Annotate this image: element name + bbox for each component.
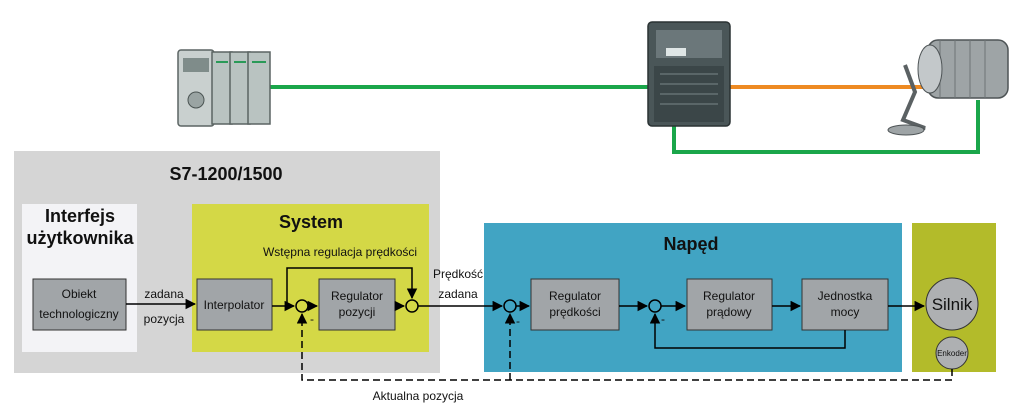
- encoder-label: Enkoder: [937, 349, 967, 358]
- drive-title: Napęd: [663, 234, 718, 254]
- tech-object-label-2: technologiczny: [39, 307, 118, 321]
- motor-label: Silnik: [932, 295, 973, 314]
- speed-regulator-label-2: prędkości: [549, 305, 600, 319]
- interface-title-2: użytkownika: [26, 228, 134, 248]
- power-unit-label: Jednostka: [818, 289, 873, 303]
- drive-icon: [647, 21, 731, 127]
- current-feedback-path: [649, 312, 846, 349]
- speed-regulator-block: [530, 278, 620, 331]
- interface-title: Interfejs: [45, 206, 115, 226]
- motor-circle: [925, 277, 979, 331]
- tech-object-label: Obiekt: [62, 287, 97, 301]
- setpoint-position-label-2: pozycja: [144, 312, 185, 326]
- position-regulator-block: [318, 278, 396, 331]
- power-unit-label-2: mocy: [831, 305, 860, 319]
- setpoint-position-label: zadana: [144, 287, 184, 301]
- system-title: System: [279, 212, 343, 232]
- minus-sign-speed: -: [516, 314, 520, 328]
- setpoint-speed-label: Prędkość: [433, 267, 483, 281]
- current-regulator-block: [686, 278, 773, 331]
- interpolator-label: Interpolator: [204, 298, 265, 312]
- current-regulator-label: Regulator: [703, 289, 755, 303]
- setpoint-speed-label-2: zadana: [438, 287, 478, 301]
- interpolator-block: [196, 278, 273, 331]
- minus-sign-position: -: [310, 312, 314, 326]
- feedforward-label: Wstępna regulacja prędkości: [263, 245, 417, 259]
- current-regulator-label-2: prądowy: [706, 305, 751, 319]
- position-regulator-label: Regulator: [331, 289, 383, 303]
- position-regulator-label-2: pozycji: [339, 305, 376, 319]
- tech-object-block: [32, 278, 127, 331]
- s7-title: S7-1200/1500: [169, 164, 282, 184]
- feedforward-path: [286, 267, 418, 306]
- motor-icon: [887, 39, 1009, 136]
- encoder-cable: [672, 100, 980, 154]
- minus-sign-current: -: [661, 312, 665, 326]
- plc-icon: [177, 49, 271, 127]
- position-feedback-path: [296, 312, 953, 381]
- actual-position-label: Aktualna pozycja: [373, 389, 464, 403]
- power-unit-block: [801, 278, 889, 331]
- speed-regulator-label: Regulator: [549, 289, 601, 303]
